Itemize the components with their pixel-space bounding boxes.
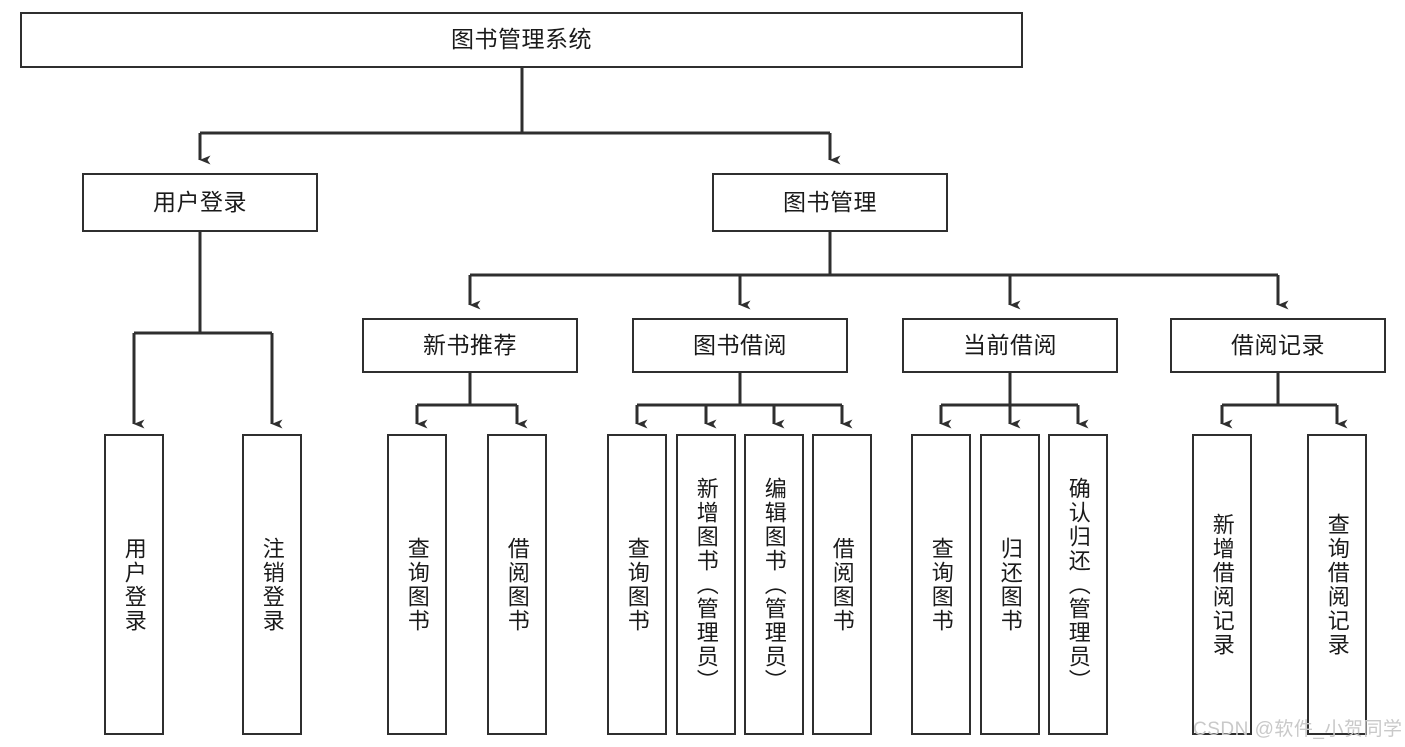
leaf-label: 确认归还（管理员）: [1065, 476, 1091, 693]
leaf-query-book-recommend[interactable]: 查询图书: [387, 434, 447, 735]
leaf-label: 注销登录: [259, 536, 285, 633]
node-borrow-record[interactable]: 借阅记录: [1170, 318, 1386, 373]
node-root-system[interactable]: 图书管理系统: [20, 12, 1023, 68]
leaf-label: 借阅图书: [504, 536, 530, 633]
leaf-query-book-current[interactable]: 查询图书: [911, 434, 971, 735]
leaf-query-borrow-record[interactable]: 查询借阅记录: [1307, 434, 1367, 735]
node-book-manage[interactable]: 图书管理: [712, 173, 948, 232]
leaf-label: 新增借阅记录: [1209, 512, 1235, 657]
leaf-label: 查询图书: [404, 536, 430, 633]
leaf-confirm-return[interactable]: 确认归还（管理员）: [1048, 434, 1108, 735]
leaf-logout-login[interactable]: 注销登录: [242, 434, 302, 735]
leaf-borrow-book[interactable]: 借阅图书: [812, 434, 872, 735]
leaf-label: 查询借阅记录: [1324, 512, 1350, 657]
leaf-edit-book[interactable]: 编辑图书（管理员）: [744, 434, 804, 735]
leaf-label: 编辑图书（管理员）: [761, 476, 787, 693]
node-user-login[interactable]: 用户登录: [82, 173, 318, 232]
leaf-label: 借阅图书: [829, 536, 855, 633]
node-current-borrow[interactable]: 当前借阅: [902, 318, 1118, 373]
leaf-return-book[interactable]: 归还图书: [980, 434, 1040, 735]
node-book-borrow[interactable]: 图书借阅: [632, 318, 848, 373]
node-new-book-recommend[interactable]: 新书推荐: [362, 318, 578, 373]
leaf-user-login[interactable]: 用户登录: [104, 434, 164, 735]
leaf-query-book-borrow[interactable]: 查询图书: [607, 434, 667, 735]
leaf-add-borrow-record[interactable]: 新增借阅记录: [1192, 434, 1252, 735]
leaf-label: 查询图书: [928, 536, 954, 633]
csdn-watermark: CSDN @软件_小贺同学: [1193, 719, 1403, 740]
leaf-borrow-book-recommend[interactable]: 借阅图书: [487, 434, 547, 735]
leaf-label: 新增图书（管理员）: [693, 476, 719, 693]
leaf-label: 查询图书: [624, 536, 650, 633]
leaf-label: 用户登录: [121, 536, 147, 633]
leaf-label: 归还图书: [997, 536, 1023, 633]
leaf-add-book[interactable]: 新增图书（管理员）: [676, 434, 736, 735]
